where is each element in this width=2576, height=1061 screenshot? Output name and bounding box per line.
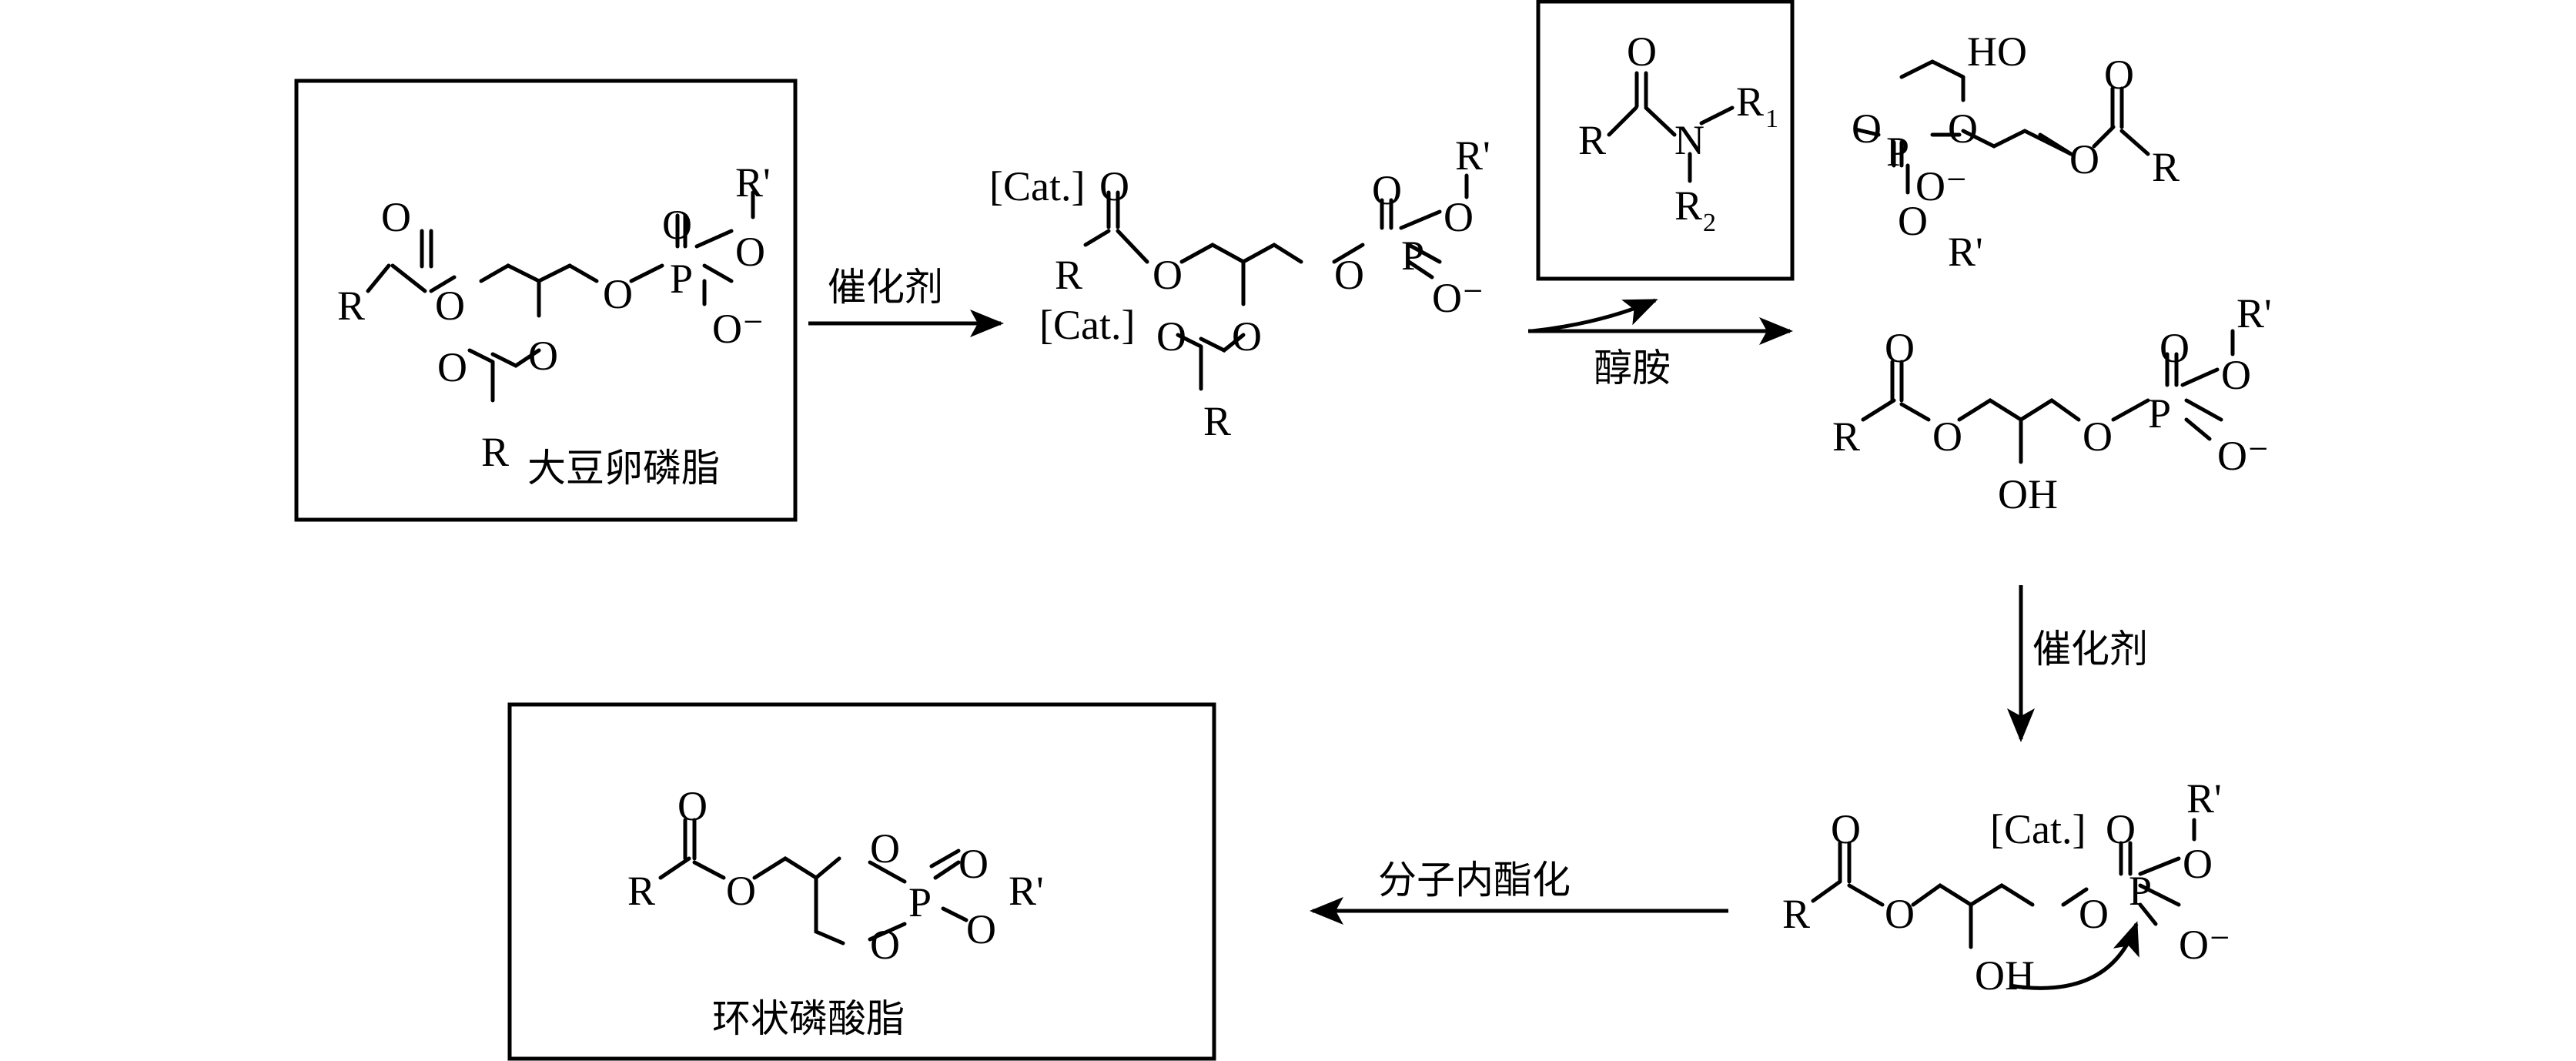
subscript-1: 1	[1765, 105, 1778, 133]
atom-o-minus: O⁻	[712, 306, 764, 352]
atom-o: O	[1627, 28, 1657, 75]
esterification-label: 分子内酯化	[1378, 858, 1571, 902]
atom-o: O	[966, 906, 996, 952]
atom-o: O	[1334, 252, 1364, 298]
atom-o: O	[435, 283, 465, 329]
cat-label: [Cat.]	[989, 163, 1085, 209]
lysophospholipid-a-structure: HO O O P O O R O⁻ O R'	[1852, 28, 2180, 275]
atom-o: O	[2083, 413, 2113, 460]
atom-o: O	[2079, 891, 2109, 937]
subscript-2: 2	[1703, 209, 1716, 237]
catalyst-label: 催化剂	[2032, 627, 2148, 671]
cyclic-phosphate-box	[507, 702, 1216, 1061]
atom-r: R	[481, 429, 509, 475]
atom-oh: OH	[1975, 952, 2035, 999]
atom-r: R	[1055, 252, 1082, 298]
atom-o: O	[1932, 413, 1962, 460]
atom-r1: R	[1736, 79, 1764, 125]
atom-o: O	[2069, 136, 2099, 182]
atom-o: O	[2183, 841, 2213, 887]
lysophospholipid-b-structure: O R O OH O P O O R' O⁻	[1832, 290, 2272, 517]
atom-o: O	[1372, 167, 1402, 213]
atom-o: O	[1831, 806, 1861, 852]
step-arrow-alcoholamine: 醇胺	[1528, 298, 1793, 390]
atom-ho: HO	[1967, 28, 2027, 75]
atom-r-prime: R'	[1009, 868, 1044, 914]
atom-o-minus: O⁻	[2217, 433, 2270, 479]
atom-r-prime: R'	[2236, 290, 2272, 336]
atom-n: N	[1674, 117, 1705, 163]
atom-o: O	[870, 922, 900, 968]
atom-r: R	[1832, 413, 1860, 460]
step-arrow-esterification: 分子内酯化	[1310, 858, 1728, 925]
atom-o: O	[1232, 313, 1262, 360]
atom-r-prime: R'	[2186, 775, 2222, 822]
curved-side-arrow	[1531, 298, 1658, 333]
curved-attack-arrow	[2009, 921, 2139, 990]
atom-p: P	[1401, 233, 1424, 279]
atom-r: R	[1203, 398, 1231, 444]
atom-o-minus: O⁻	[1432, 275, 1484, 321]
catalyst-intermediate-structure: [Cat.] O R O [Cat.] O O R O P O O R' O⁻	[989, 132, 1490, 444]
cat-label: [Cat.]	[1990, 806, 2086, 852]
atom-o: O	[1898, 198, 1928, 244]
atom-o-minus: O⁻	[1915, 163, 1968, 209]
atom-o: O	[1156, 313, 1186, 360]
atom-o: O	[1099, 163, 1129, 209]
atom-o: O	[2106, 806, 2136, 852]
atom-o: O	[1444, 194, 1474, 240]
atom-r2: R	[1674, 182, 1702, 229]
step-arrow-catalyst: 催化剂	[808, 265, 1004, 337]
atom-o: O	[2104, 52, 2134, 98]
cyclic-phosphate-structure: O R O O O P O O R' 环状磷酸脂	[507, 702, 1216, 1061]
activated-lysophospholipid-structure: O R O OH [Cat.] O O P O R' O⁻	[1782, 775, 2231, 999]
atom-o: O	[2221, 352, 2251, 398]
atom-o: O	[726, 868, 756, 914]
atom-r: R	[627, 868, 655, 914]
atom-o: O	[381, 194, 411, 240]
cyclic-phosphate-caption: 环状磷酸脂	[712, 996, 905, 1041]
atom-p: P	[2148, 390, 2171, 437]
atom-o: O	[662, 202, 692, 248]
atom-o: O	[1153, 252, 1183, 298]
catalyst-label: 催化剂	[828, 265, 943, 310]
atom-r: R	[2152, 144, 2180, 190]
amide-byproduct-structure: O R N R 1 R 2	[1536, 0, 1795, 281]
alcoholamine-label: 醇胺	[1594, 346, 1671, 390]
atom-o: O	[603, 271, 633, 317]
atom-p: P	[1886, 129, 1909, 175]
atom-o: O	[2159, 325, 2190, 371]
atom-p: P	[908, 879, 932, 925]
atom-r: R	[1578, 117, 1606, 163]
atom-o: O	[437, 344, 467, 390]
atom-o: O	[528, 333, 558, 379]
atom-r-prime: R'	[1455, 132, 1490, 179]
atom-o: O	[735, 229, 765, 275]
atom-r-prime: R'	[735, 159, 771, 206]
atom-p: P	[2129, 868, 2152, 914]
atom-o-minus: O⁻	[2179, 922, 2231, 968]
atom-oh: OH	[1998, 471, 2058, 517]
atom-o: O	[1885, 325, 1915, 371]
atom-o: O	[677, 783, 708, 829]
atom-r: R	[337, 283, 365, 329]
atom-o: O	[958, 841, 989, 887]
soy-lecithin-structure: R O O O O R O P O O R' O⁻ 大豆卵磷脂	[294, 79, 798, 522]
atom-o: O	[1948, 105, 1978, 152]
atom-o: O	[1852, 105, 1882, 152]
atom-r: R	[1782, 891, 1810, 937]
step-arrow-catalyst-down: 催化剂	[2007, 585, 2148, 742]
amide-box	[1536, 0, 1795, 281]
atom-o: O	[870, 825, 900, 872]
soy-lecithin-box	[294, 79, 798, 522]
soy-lecithin-caption: 大豆卵磷脂	[527, 446, 720, 490]
cat-label: [Cat.]	[1039, 302, 1135, 348]
atom-o: O	[1885, 891, 1915, 937]
atom-p: P	[670, 256, 693, 302]
atom-r-prime: R'	[1948, 229, 1983, 275]
